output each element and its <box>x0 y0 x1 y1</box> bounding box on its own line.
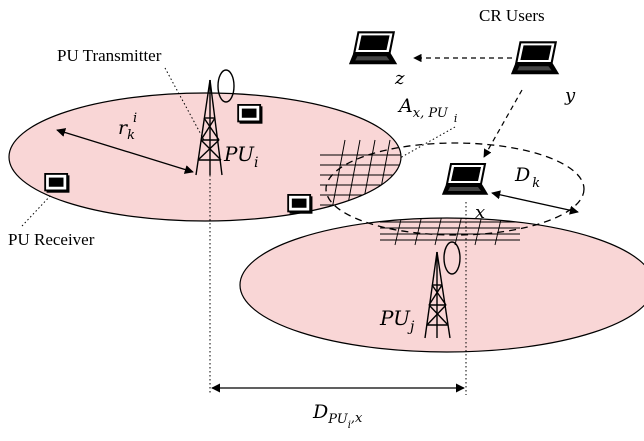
cr-user-x-laptop-icon <box>441 162 489 196</box>
pu-i-label: PUi <box>223 142 258 171</box>
pu-receiver-label: PU Receiver <box>8 230 95 249</box>
pu-receiver-tv-icon <box>44 173 70 194</box>
overlap-hatch-pu-j <box>380 218 520 246</box>
cr-user-y-laptop-icon <box>511 41 559 75</box>
pu-i-coverage-area <box>8 92 402 222</box>
cr-sensing-range <box>325 142 585 236</box>
pu-j-transmitter-tower-icon <box>424 241 461 339</box>
sensing-radius-arrow <box>491 190 579 215</box>
node-y-label: y <box>564 85 576 106</box>
cr-user-z-laptop-icon <box>349 31 397 65</box>
link-y-to-x <box>483 89 523 158</box>
pu-receiver-tv-icon <box>237 104 263 125</box>
radius-label: rki <box>118 111 137 143</box>
radius-arrow <box>56 128 194 174</box>
node-x-label: x <box>475 202 485 223</box>
pu-transmitter-pointer <box>164 67 205 141</box>
pu-transmitter-label: PU Transmitter <box>57 46 162 65</box>
pu-j-label: PUj <box>379 306 415 335</box>
overlap-pointer <box>399 126 456 159</box>
distance-label: DPUi,x <box>312 401 363 431</box>
pu-receiver-pointer <box>21 193 53 227</box>
node-z-label: z <box>394 68 405 89</box>
pu-i-transmitter-tower-icon <box>195 69 235 176</box>
pu-receiver-tv-icon <box>287 194 313 215</box>
cr-users-label: CR Users <box>479 6 545 25</box>
